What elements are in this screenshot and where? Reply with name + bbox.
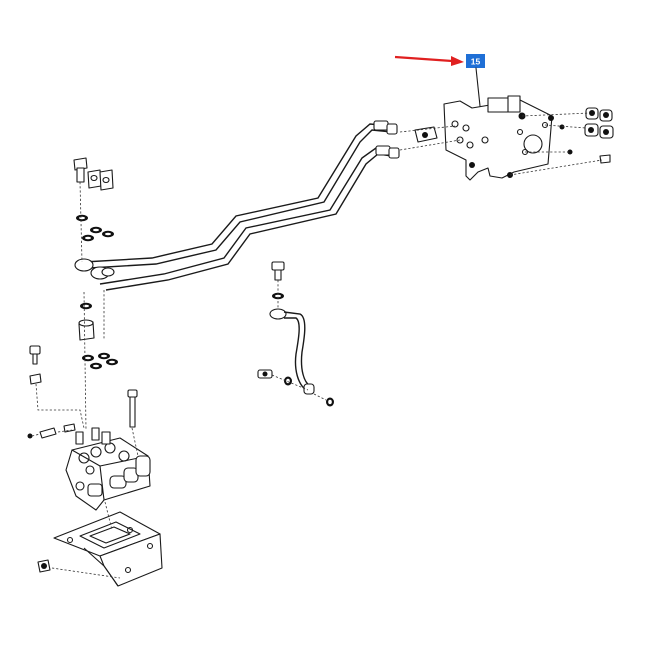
long-bolt bbox=[127, 389, 138, 428]
mounting-bracket bbox=[53, 511, 163, 587]
callout-15[interactable]: 15 bbox=[466, 54, 485, 68]
red-arrow-icon bbox=[394, 55, 464, 66]
bracket-bolt bbox=[37, 559, 51, 573]
hydraulic-pipe-lower bbox=[99, 145, 400, 291]
bent-pipe-assembly bbox=[257, 261, 334, 407]
mounting-plate bbox=[414, 95, 554, 181]
hydraulic-pipe-upper bbox=[83, 120, 398, 269]
small-bolt-left bbox=[29, 345, 42, 385]
callout-leader bbox=[475, 67, 481, 107]
callout-label: 15 bbox=[471, 57, 481, 67]
fitting-cluster bbox=[559, 107, 614, 164]
banjo-bolt-set-upper bbox=[73, 157, 114, 242]
control-valve bbox=[27, 423, 151, 511]
